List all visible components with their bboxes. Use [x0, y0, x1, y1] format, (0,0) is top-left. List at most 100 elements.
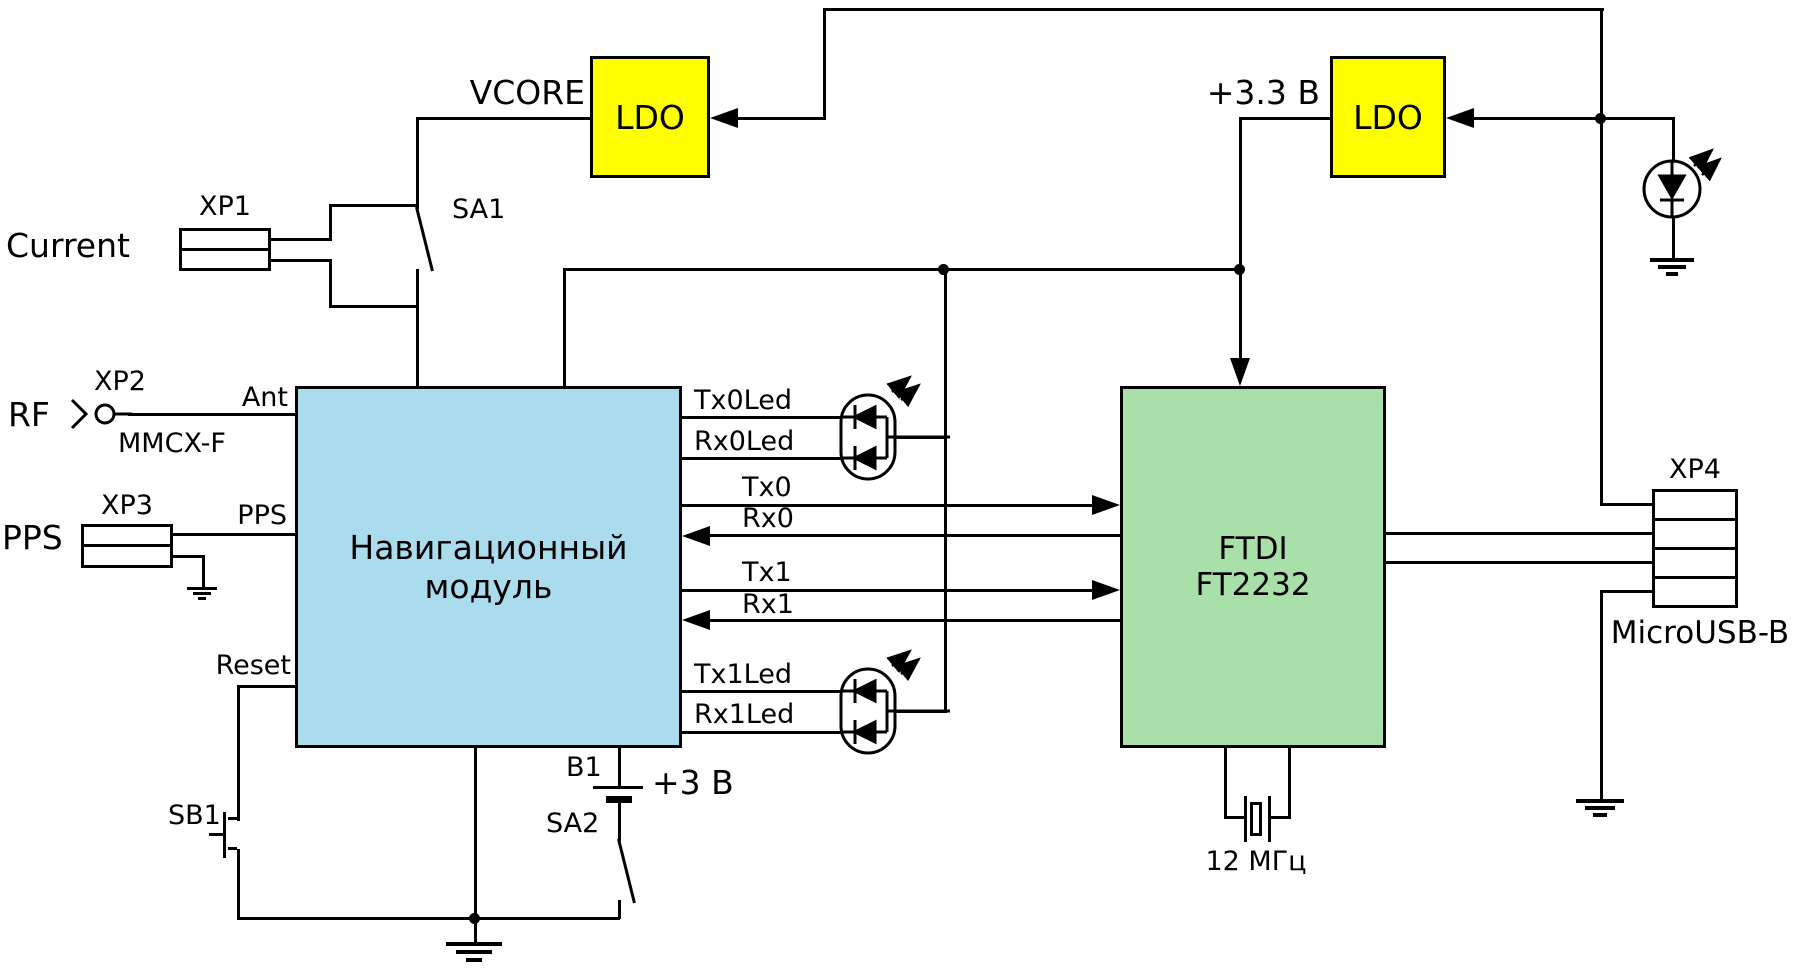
wire: [1224, 816, 1246, 819]
wire: [823, 8, 826, 120]
wire: [736, 117, 826, 120]
ground-icon: [1650, 258, 1694, 280]
xp3-connector: [81, 524, 173, 568]
rx0led-signal-label: Rx0Led: [694, 426, 795, 457]
wire: [271, 238, 331, 241]
wire: [682, 416, 843, 419]
tx1-signal-label: Tx1: [742, 557, 792, 588]
vcore-label: VCORE: [469, 73, 585, 112]
wire: [237, 685, 240, 821]
v33-label: +3.3 В: [1206, 73, 1320, 112]
wire: [1239, 117, 1332, 120]
ldo-left-label: LDO: [615, 97, 685, 137]
wire: [271, 259, 331, 262]
wire: [618, 900, 621, 919]
arrowhead: [1446, 108, 1474, 128]
wire: [237, 917, 620, 920]
ldo-right-label: LDO: [1353, 97, 1423, 137]
wire: [682, 457, 843, 460]
battery-b1-plate-long: [593, 786, 643, 789]
xp4-ref-label: XP4: [1669, 454, 1721, 485]
crystal-plate: [1244, 796, 1247, 842]
wire: [173, 533, 297, 536]
wire: [1600, 590, 1603, 799]
arrowhead: [1092, 495, 1120, 515]
wire: [1472, 117, 1674, 120]
nav-module-block: Навигационный модуль: [295, 386, 682, 748]
wire: [128, 413, 297, 416]
xp1-connector: [179, 228, 271, 271]
tx0led-signal-label: Tx0Led: [694, 385, 792, 416]
arrowhead: [1092, 580, 1120, 600]
wire: [682, 731, 843, 734]
xp4-connector: [1652, 489, 1738, 608]
wire: [563, 268, 1242, 271]
wire: [682, 504, 1096, 507]
junction-dot: [1595, 113, 1606, 124]
wire: [329, 259, 332, 308]
arrowhead: [682, 610, 710, 630]
wire: [228, 817, 237, 820]
battery-b1-plate-short: [606, 796, 632, 803]
xp2-ref-label: XP2: [94, 366, 146, 397]
ldo-left-block: LDO: [590, 56, 710, 178]
sb1-button-stem: [209, 833, 223, 836]
sb1-ref-label: SB1: [168, 800, 221, 831]
sa2-ref-label: SA2: [546, 808, 600, 839]
rx1led-signal-label: Rx1Led: [694, 699, 795, 730]
ftdi-block: FTDI FT2232: [1120, 386, 1386, 748]
ground-icon: [187, 587, 217, 609]
wire: [416, 269, 419, 388]
wire: [706, 534, 1122, 537]
reset-pin-label: Reset: [215, 650, 291, 681]
wire: [1239, 117, 1242, 362]
battery-voltage-label: +3 В: [652, 763, 734, 802]
wire: [1600, 590, 1654, 593]
wire: [1600, 503, 1654, 506]
sb1-button: [223, 812, 226, 858]
wire: [706, 619, 1122, 622]
current-label: Current: [6, 226, 130, 265]
rf-label: RF: [8, 395, 50, 434]
wire: [416, 117, 419, 209]
microusb-label: MicroUSB-B: [1610, 615, 1790, 651]
mmcx-connector-icon: [70, 398, 132, 430]
arrowhead: [710, 108, 738, 128]
wire: [1672, 215, 1675, 259]
rx0-signal-label: Rx0: [742, 503, 794, 534]
wire: [237, 849, 240, 919]
wire: [228, 847, 237, 850]
wire: [474, 748, 477, 942]
crystal-plate: [1268, 796, 1271, 842]
tx1led-signal-label: Tx1Led: [694, 659, 792, 690]
ant-pin-label: Ant: [241, 382, 288, 413]
arrowhead: [682, 526, 710, 546]
tx0-signal-label: Tx0: [742, 472, 792, 503]
wire: [173, 555, 205, 558]
ground-icon: [446, 942, 502, 964]
tx1-rx1-led-indicator-icon: [839, 649, 950, 755]
nav-module-label-line2: модуль: [424, 567, 553, 606]
wire: [1600, 8, 1603, 505]
crystal-12mhz: [1250, 802, 1262, 836]
wire: [1672, 117, 1675, 163]
mmcx-label: MMCX-F: [118, 428, 226, 459]
wire: [329, 204, 418, 207]
junction-dot: [469, 913, 480, 924]
arrowhead: [1230, 358, 1250, 386]
junction-dot: [938, 264, 949, 275]
pps-pin-label: PPS: [237, 500, 287, 531]
crystal-label: 12 МГц: [1205, 846, 1307, 877]
wire: [682, 589, 1096, 592]
wire: [563, 268, 566, 388]
ldo-right-block: LDO: [1330, 56, 1446, 178]
wire: [944, 268, 947, 713]
b1-ref-label: B1: [566, 752, 602, 783]
wire: [329, 305, 418, 308]
wire: [416, 117, 592, 120]
wire: [618, 748, 621, 788]
sa1-ref-label: SA1: [452, 194, 506, 225]
ftdi-label-line1: FTDI: [1218, 531, 1288, 567]
power-led-icon: [1642, 148, 1722, 219]
